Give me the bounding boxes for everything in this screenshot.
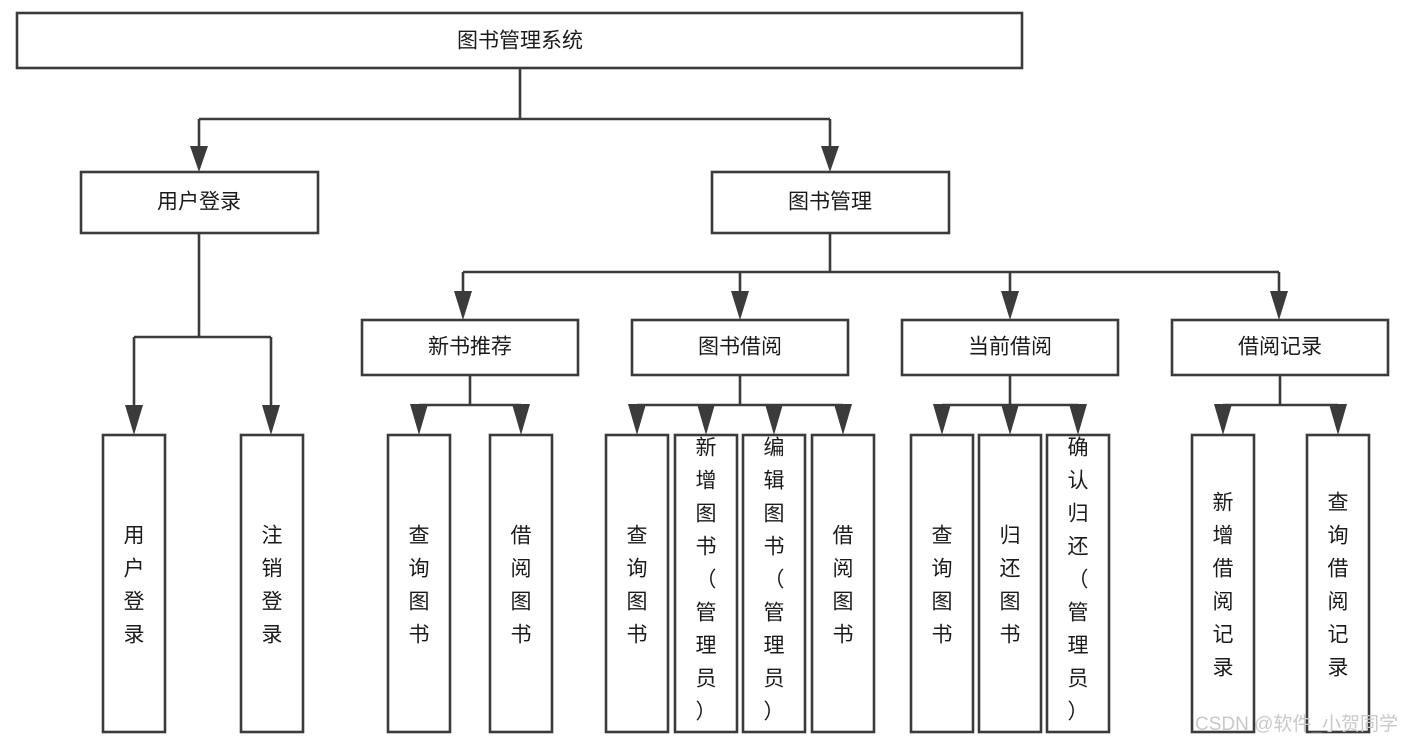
node-box-current-borrow[interactable] [900, 318, 1120, 377]
arrow-head-new-book-recommend [454, 291, 472, 320]
node-borrow-record[interactable]: 借阅记录 [1170, 318, 1390, 377]
node-leaf-bb-add-book[interactable]: 新增图书（管理员） [673, 433, 739, 734]
node-label-current-borrow: 当前借阅 [968, 336, 1052, 359]
node-root-system[interactable]: 图书管理系统 [15, 11, 1024, 70]
node-box-book-borrow[interactable] [630, 318, 850, 377]
arrow-head-cb-leaf-1 [933, 404, 951, 435]
arrow-head-cb-leaf-3 [1069, 404, 1087, 435]
arrow-head-nb-leaf-2 [512, 404, 530, 435]
arrow-head-book-manage [821, 146, 839, 172]
connector-layer [125, 68, 1347, 435]
node-label-leaf-bb-add-book: 新增图书（管理员） [696, 437, 717, 724]
node-leaf-br-add-record[interactable]: 新增借阅记录 [1190, 433, 1256, 734]
arrow-head-book-borrow [731, 291, 749, 320]
node-label-root-system: 图书管理系统 [457, 30, 583, 53]
node-label-leaf-user-login: 用户登录 [124, 525, 145, 647]
node-user-login[interactable]: 用户登录 [79, 170, 320, 235]
node-label-book-borrow: 图书借阅 [698, 336, 782, 359]
node-label-leaf-bb-borrow-book: 借阅图书 [833, 525, 854, 647]
node-label-leaf-cb-confirm-return: 确认归还（管理员） [1068, 437, 1089, 724]
node-leaf-br-query-record[interactable]: 查询借阅记录 [1305, 433, 1371, 734]
node-label-leaf-nb-borrow-book: 借阅图书 [511, 525, 532, 647]
arrow-head-user-login [190, 146, 208, 172]
arrow-head-bb-leaf-2 [697, 404, 715, 435]
node-label-leaf-cb-query-book: 查询图书 [932, 525, 953, 647]
node-label-user-login: 用户登录 [157, 191, 241, 214]
node-box-user-login[interactable] [79, 170, 320, 235]
arrow-head-br-leaf-2 [1329, 404, 1347, 435]
node-box-leaf-bb-borrow-book[interactable] [810, 433, 876, 734]
node-label-leaf-br-add-record: 新增借阅记录 [1213, 492, 1234, 680]
node-new-book-recommend[interactable]: 新书推荐 [360, 318, 580, 377]
node-label-borrow-record: 借阅记录 [1238, 336, 1322, 359]
node-leaf-logout[interactable]: 注销登录 [239, 433, 305, 734]
node-box-leaf-cb-confirm-return[interactable] [1045, 433, 1111, 734]
node-book-manage[interactable]: 图书管理 [710, 170, 951, 235]
node-leaf-nb-query-book[interactable]: 查询图书 [386, 433, 452, 734]
node-leaf-user-login[interactable]: 用户登录 [101, 433, 167, 734]
node-label-leaf-nb-query-book: 查询图书 [409, 525, 430, 647]
arrow-head-bb-leaf-3 [765, 404, 783, 435]
node-label-new-book-recommend: 新书推荐 [428, 336, 512, 359]
node-box-leaf-br-query-record[interactable] [1305, 433, 1371, 734]
node-leaf-cb-query-book[interactable]: 查询图书 [909, 433, 975, 734]
node-box-new-book-recommend[interactable] [360, 318, 580, 377]
node-box-book-manage[interactable] [710, 170, 951, 235]
node-current-borrow[interactable]: 当前借阅 [900, 318, 1120, 377]
arrow-head-current-borrow [1001, 291, 1019, 320]
node-leaf-bb-edit-book[interactable]: 编辑图书（管理员） [741, 433, 807, 734]
arrow-head-cb-leaf-2 [1001, 404, 1019, 435]
node-box-leaf-logout[interactable] [239, 433, 305, 734]
node-box-leaf-cb-return-book[interactable] [977, 433, 1043, 734]
node-box-borrow-record[interactable] [1170, 318, 1390, 377]
node-box-leaf-nb-borrow-book[interactable] [488, 433, 554, 734]
node-box-leaf-br-add-record[interactable] [1190, 433, 1256, 734]
node-box-leaf-bb-query-book[interactable] [604, 433, 670, 734]
node-label-leaf-cb-return-book: 归还图书 [1000, 525, 1021, 647]
arrow-head-leaf-logout [262, 405, 280, 435]
node-leaf-cb-return-book[interactable]: 归还图书 [977, 433, 1043, 734]
arrow-head-bb-leaf-1 [628, 404, 646, 435]
watermark-label: CSDN @软件_小贺同学 [1195, 713, 1398, 735]
node-box-leaf-cb-query-book[interactable] [909, 433, 975, 734]
node-box-root-system[interactable] [15, 11, 1024, 70]
arrow-head-br-leaf-1 [1214, 404, 1232, 435]
node-label-leaf-bb-query-book: 查询图书 [627, 525, 648, 647]
node-label-leaf-bb-edit-book: 编辑图书（管理员） [764, 437, 785, 724]
arrow-head-bb-leaf-4 [834, 404, 852, 435]
node-leaf-bb-query-book[interactable]: 查询图书 [604, 433, 670, 734]
arrow-head-borrow-record [1270, 291, 1288, 320]
node-leaf-bb-borrow-book[interactable]: 借阅图书 [810, 433, 876, 734]
node-label-book-manage: 图书管理 [788, 191, 872, 214]
node-box-leaf-bb-add-book[interactable] [673, 433, 739, 734]
arrow-head-leaf-user-login [125, 405, 143, 435]
node-box-leaf-bb-edit-book[interactable] [741, 433, 807, 734]
node-label-leaf-logout: 注销登录 [262, 525, 283, 647]
node-leaf-cb-confirm-return[interactable]: 确认归还（管理员） [1045, 433, 1111, 734]
node-box-leaf-user-login[interactable] [101, 433, 167, 734]
node-label-leaf-br-query-record: 查询借阅记录 [1328, 492, 1349, 680]
arrow-head-nb-leaf-1 [410, 404, 428, 435]
node-box-leaf-nb-query-book[interactable] [386, 433, 452, 734]
node-leaf-nb-borrow-book[interactable]: 借阅图书 [488, 433, 554, 734]
node-book-borrow[interactable]: 图书借阅 [630, 318, 850, 377]
